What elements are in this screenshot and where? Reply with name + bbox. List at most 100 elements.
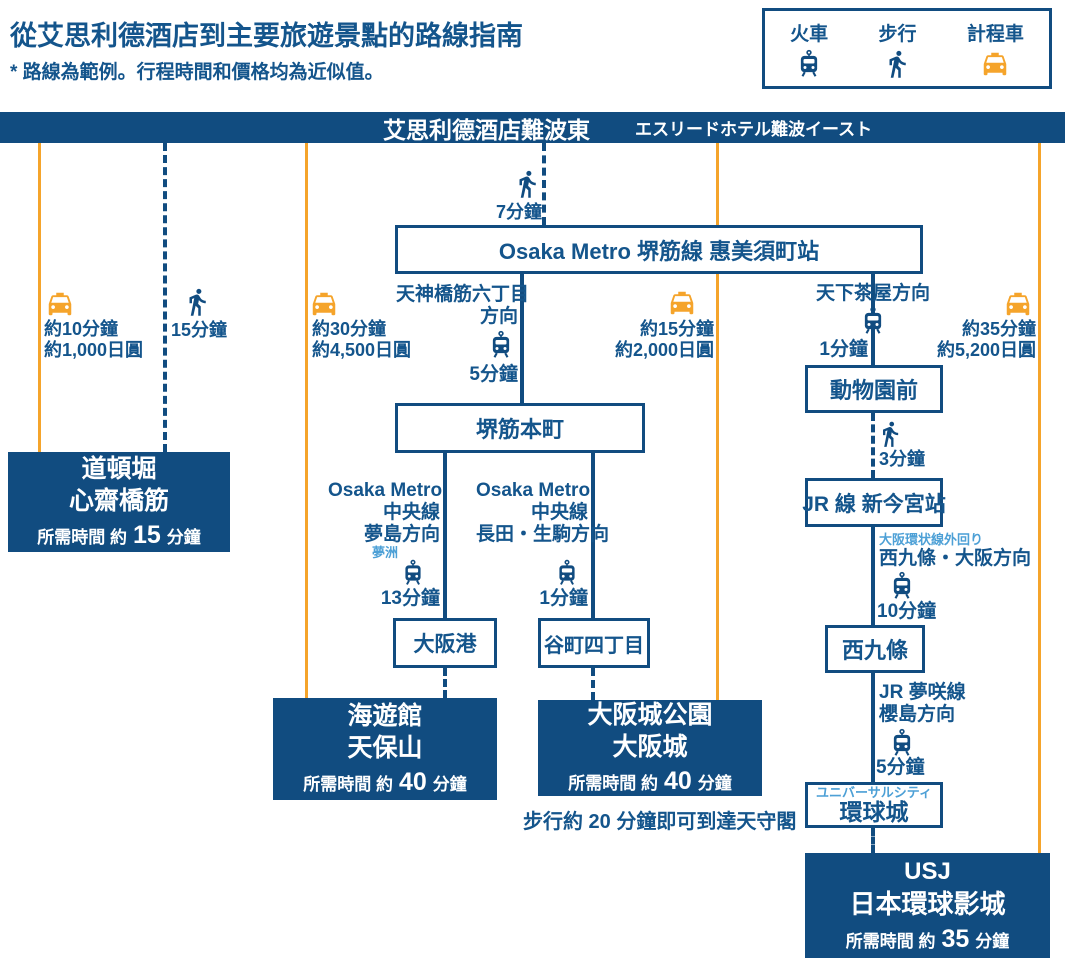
taxi-line-castle (716, 143, 719, 700)
destination-name-line2: 天保山 (347, 734, 423, 762)
train-time-yumesaki: 5分鐘 (876, 757, 925, 778)
taxi-info-castle: 約15分鐘 約2,000日圓 (598, 319, 714, 361)
station-box-nishikujo: 西九條 (825, 625, 925, 673)
train-line-sakaisuji (520, 274, 524, 403)
train-line-yumesaki (871, 673, 875, 782)
legend-train-label: 火車 (790, 23, 829, 45)
taxi-info-kaiyukan: 約30分鐘 約4,500日圓 (312, 319, 411, 361)
destination-box-usj: USJ 日本環球影城 所需時間 約 35 分鐘 (805, 853, 1050, 958)
walk-icon (512, 169, 542, 199)
line-name: 中央線 (382, 502, 440, 523)
taxi-fare: 約1,000日圓 (44, 340, 144, 360)
train-icon (858, 305, 888, 337)
hotel-name-zh: 艾思利德酒店難波東 (383, 116, 590, 143)
page-title: 從艾思利德酒店到主要旅遊景點的路線指南 (10, 21, 523, 51)
taxi-info-dotonbori: 約10分鐘 約1,000日圓 (44, 319, 143, 361)
taxi-icon (1002, 289, 1034, 319)
walk-line-ucity-usj (871, 828, 875, 853)
walk-line-zoo-shinimamiya (871, 413, 875, 478)
station-name-ja: ユニバーサルシティ (816, 784, 932, 800)
train-direction-chuo-nagata: Osaka Metro 中央線 長田・生駒方向 (476, 480, 610, 546)
train-line-chuo-yumeshima (443, 453, 447, 618)
destination-name-line2: 大阪城 (612, 733, 688, 761)
taxi-line-dotonbori (38, 143, 41, 452)
destination-name-line2: 心齋橋筋 (68, 487, 169, 515)
time-unit: 分鐘 (432, 775, 467, 794)
train-direction-tengachaya: 天下茶屋方向 (815, 283, 930, 304)
train-icon (399, 558, 427, 588)
destination-box-castle: 大阪城公園 大阪城 所需時間 約 40 分鐘 (538, 700, 762, 796)
taxi-line-kaiyukan (305, 143, 308, 698)
direction: 夢島方向 (363, 524, 440, 545)
taxi-fare: 約2,000日圓 (614, 340, 714, 360)
taxi-fare: 約5,200日圓 (936, 340, 1036, 360)
operator: Osaka Metro (476, 480, 591, 501)
station-box-hommachi: 堺筋本町 (395, 403, 645, 453)
train-time-chuo-yumeshima: 13分鐘 (380, 588, 440, 609)
station-name: 環球城 (839, 798, 909, 825)
train-line-loop (871, 527, 875, 625)
train-direction-sakaisuji: 天神橋筋六丁目 方向 (396, 284, 529, 328)
legend-taxi-label: 計程車 (966, 23, 1024, 45)
direction: 長田・生駒方向 (476, 524, 610, 545)
walk-time-hotel-metro: 7分鐘 (495, 202, 542, 222)
taxi-line-usj (1038, 143, 1041, 853)
hotel-header-bar: 艾思利德酒店難波東 エスリードホテル難波イースト (0, 112, 1065, 143)
destination-box-kaiyukan: 海遊館 天保山 所需時間 約 40 分鐘 (273, 698, 497, 800)
train-time-chuo-nagata: 1分鐘 (539, 588, 588, 609)
train-direction-chuo-yumeshima: Osaka Metro 中央線 夢島方向 (328, 480, 443, 546)
legend-walk: 步行 (878, 19, 917, 79)
destination-time: 所需時間 約 35 分鐘 (846, 925, 1010, 954)
walk-time-zoo: 3分鐘 (879, 449, 926, 469)
taxi-time: 約10分鐘 (44, 319, 119, 339)
station-box-universalcity: ユニバーサルシティ 環球城 (805, 782, 943, 828)
destination-name-line1: 道頓堀 (81, 455, 157, 483)
taxi-icon (44, 289, 76, 319)
taxi-icon (308, 289, 340, 319)
castle-walk-note: 步行約 20 分鐘即可到達天守閣 (523, 811, 797, 833)
legend-train: 火車 (790, 19, 828, 79)
time-value: 40 (663, 767, 692, 795)
destination-time: 所需時間 約 40 分鐘 (303, 768, 467, 797)
train-time-loop: 10分鐘 (877, 601, 937, 622)
train-direction-loop: 西九條・大阪方向 (879, 548, 1032, 569)
walk-line-tanimachi-castle (591, 668, 595, 700)
time-value: 15 (132, 521, 161, 549)
time-unit: 分鐘 (975, 931, 1010, 951)
station-box-ebisucho: Osaka Metro 堺筋線 惠美須町站 (395, 225, 923, 274)
destination-time: 所需時間 約 40 分鐘 (568, 767, 732, 796)
time-value: 40 (398, 768, 427, 796)
destination-name-line2: 日本環球影城 (849, 888, 1006, 919)
taxi-time: 約35分鐘 (961, 319, 1036, 339)
destination-time: 所需時間 約 15 分鐘 (37, 521, 201, 550)
taxi-info-usj: 約35分鐘 約5,200日圓 (920, 319, 1036, 361)
destination-box-dotonbori: 道頓堀 心齋橋筋 所需時間 約 15 分鐘 (8, 452, 230, 552)
walk-line-hotel-metro (542, 143, 546, 225)
time-label: 所需時間 約 (845, 931, 936, 951)
operator: Osaka Metro (328, 480, 443, 501)
train-line-chuo-nagata (591, 453, 595, 618)
taxi-time: 約15分鐘 (639, 319, 714, 339)
time-unit: 分鐘 (697, 774, 732, 793)
walk-icon (882, 49, 912, 79)
taxi-time: 約30分鐘 (312, 319, 387, 339)
walk-line-osakako-kaiyukan (443, 668, 447, 698)
station-box-dobutsuenmae: 動物園前 (805, 365, 943, 413)
walk-icon (876, 420, 904, 448)
train-icon (887, 727, 917, 759)
taxi-icon (666, 288, 698, 318)
legend-walk-label: 步行 (878, 23, 917, 45)
time-label: 所需時間 約 (37, 528, 127, 547)
disclaimer-note: * 路線為範例。行程時間和價格均為近似值。 (10, 62, 384, 83)
line-name-yumesaki: JR 夢咲線 (879, 682, 966, 703)
time-unit: 分鐘 (166, 528, 201, 547)
walk-line-dotonbori (163, 143, 167, 452)
train-icon (887, 570, 917, 602)
destination-name-line1: 大阪城公園 (587, 701, 713, 729)
train-icon (794, 49, 824, 79)
station-box-tanimachi4: 谷町四丁目 (538, 618, 650, 668)
train-icon (486, 329, 516, 361)
legend-box: 火車 步行 計程車 (762, 8, 1052, 89)
walk-time-dotonbori: 15分鐘 (171, 320, 228, 340)
